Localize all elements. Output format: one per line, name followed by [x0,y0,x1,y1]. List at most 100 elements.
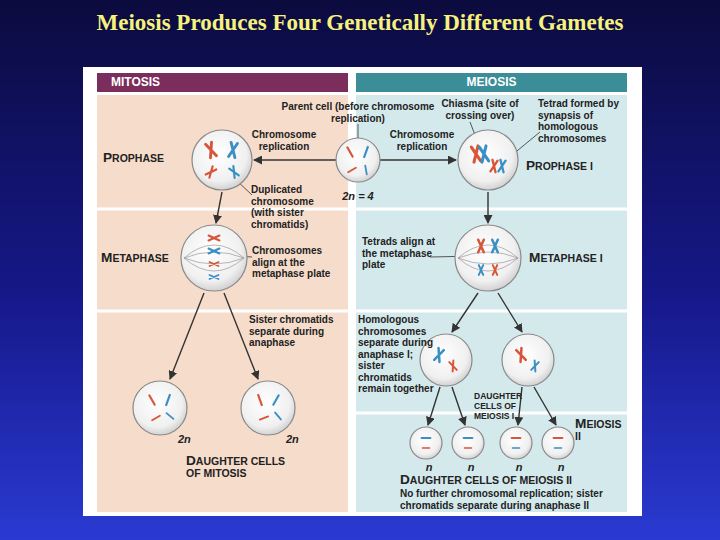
ploidy-label: 2n [286,433,316,445]
chromosome [149,395,154,404]
stage-label: METAPHASE I [529,252,624,264]
arrow [534,387,556,425]
process-label: Chromosome replication [382,129,462,152]
arrow [216,192,222,223]
chromosome [365,166,367,175]
arrow [498,293,522,332]
note: Sister chromatids separate during anapha… [249,314,349,349]
spindle [184,245,244,271]
arrow [170,293,204,379]
header-text: MEIOSIS [466,75,516,89]
header-text: MITOSIS [111,75,160,89]
callout: Tetrads align at the metaphase plate [362,236,442,271]
chromosome [512,448,519,449]
row-dividers [97,209,627,413]
stage-label: PROPHASE [103,152,193,164]
mitosis-column [97,95,348,512]
cell [192,130,252,190]
chromosome [449,361,457,372]
note: Homologous chromosomes separate during a… [358,314,438,395]
chromosome [364,147,368,157]
chromosome [512,438,521,439]
chromosome [347,147,352,156]
cell [410,427,442,459]
stage-label: MEIOSIS II [575,418,627,442]
stage-label: METAPHASE [101,252,191,264]
ploidy-label: n [464,461,478,473]
chromosome [209,249,220,254]
chromosome [167,413,174,419]
ploidy-label: n [554,461,568,473]
chromosome [464,448,471,449]
ploidy-label: 2n [178,433,208,445]
chromosome [554,448,561,449]
slide-title: Meiosis Produces Four Genetically Differ… [0,10,720,36]
ploidy-label: n [512,461,526,473]
cell [502,334,554,386]
chromosome [275,413,281,420]
chromosome [166,395,170,405]
callout: Tetrad formed by synapsis of homologous … [538,98,624,144]
arrow [452,293,478,332]
row-divider [97,310,348,313]
chromosome [229,166,239,178]
chromosome [348,168,356,173]
chromosome [516,348,526,362]
spindle [458,245,518,271]
chromosome [479,265,483,275]
cell [455,225,521,291]
row-divider [356,208,627,211]
stage-label: PROPHASE I [526,160,621,172]
spindles [184,245,518,271]
callout: Parent cell (before chromosome replicati… [280,101,436,124]
column-header: MEIOSIS [356,73,627,92]
note: No further chromosomal replication; sist… [400,488,626,511]
cell [241,381,295,435]
callout: Chromosomes align at the metaphase plate [252,245,334,280]
chromosome [434,348,444,362]
chromosome [531,361,539,372]
cell [542,427,574,459]
chromosome [492,240,498,253]
chromosome [210,275,219,279]
chromosome [464,438,473,439]
cell [500,427,532,459]
arrow [254,159,336,160]
chromosome [152,416,160,421]
ploidy-label: n [422,461,436,473]
arrow [380,159,456,160]
meiosis-column [356,95,627,512]
arrow [452,387,465,425]
row-divider [97,208,348,211]
process-arrows [170,160,556,425]
chromosome [258,395,262,405]
arrow [487,192,488,223]
chromosome [493,265,497,275]
stage-label: DAUGHTER CELLS OF MEIOSIS II [400,474,620,486]
stage-label: DAUGHTER CELLS OF MEIOSIS I [474,391,530,421]
chromosome [554,438,563,439]
chromosome [210,262,219,266]
cell [181,225,247,291]
callout: Chiasma (site of crossing over) [434,98,526,121]
chromosome [209,236,220,241]
cell [133,381,187,435]
panel [83,67,642,516]
chromosome [206,142,217,158]
leader-line [358,124,359,138]
chromosome [478,240,484,253]
cell [458,130,518,190]
chromosome [260,416,268,419]
chromosome [422,448,429,449]
stage-label: DAUGHTER CELLS OF MITOSIS [186,455,296,479]
chromosome [273,395,278,404]
chromosome [490,160,497,172]
process-label: Chromosome replication [244,129,324,152]
cells [133,130,574,459]
callout: Duplicated chromosome (with sister chrom… [251,184,333,230]
chromosome [422,438,431,439]
row-divider [356,310,627,313]
cell [452,427,484,459]
chromosomes [149,142,562,448]
